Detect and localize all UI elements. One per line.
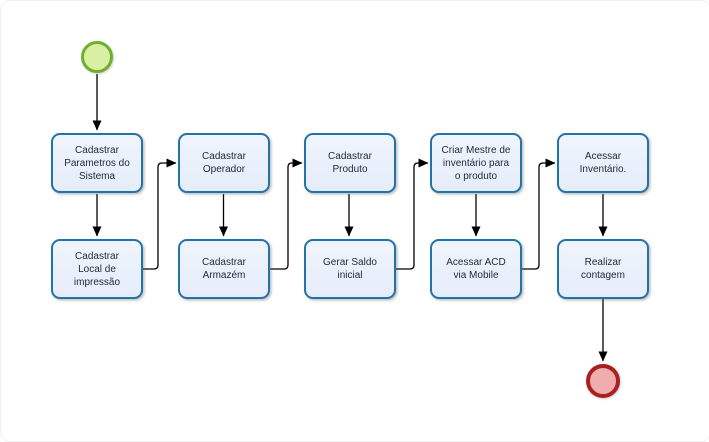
start-event[interactable] xyxy=(81,41,113,73)
task-label: Acessar Inventário. xyxy=(579,151,627,175)
task-label: Cadastrar Parametros do Sistema xyxy=(64,144,130,182)
task-label: Cadastrar Produto xyxy=(328,151,372,175)
task-criar-mestre-inventario[interactable]: Criar Mestre de inventário para o produt… xyxy=(430,133,522,193)
task-cadastrar-armazem[interactable]: Cadastrar Armazém xyxy=(178,239,270,299)
end-event[interactable] xyxy=(586,364,620,398)
task-label: Criar Mestre de inventário para o produt… xyxy=(441,144,511,182)
task-acessar-inventario[interactable]: Acessar Inventário. xyxy=(557,133,649,193)
task-acessar-acd-mobile[interactable]: Acessar ACD via Mobile xyxy=(430,239,522,299)
task-label: Cadastrar Local de impressão xyxy=(73,250,121,288)
task-cadastrar-produto[interactable]: Cadastrar Produto xyxy=(304,133,396,193)
task-cadastrar-parametros-sistema[interactable]: Cadastrar Parametros do Sistema xyxy=(51,133,143,193)
task-label: Gerar Saldo inicial xyxy=(323,257,377,281)
task-label: Realizar contagem xyxy=(581,257,625,281)
task-gerar-saldo-inicial[interactable]: Gerar Saldo inicial xyxy=(304,239,396,299)
flow-arrow-saldo-to-mestre xyxy=(394,158,429,270)
task-label: Cadastrar Operador xyxy=(202,151,246,175)
task-cadastrar-local-impressao[interactable]: Cadastrar Local de impressão xyxy=(51,239,143,299)
task-cadastrar-operador[interactable]: Cadastrar Operador xyxy=(178,133,270,193)
task-label: Cadastrar Armazém xyxy=(202,257,246,281)
flow-arrow-acd-to-inventario xyxy=(522,158,556,270)
task-realizar-contagem[interactable]: Realizar contagem xyxy=(557,239,649,299)
task-label: Acessar ACD via Mobile xyxy=(446,257,506,281)
flow-arrow-local-to-operador xyxy=(143,158,177,270)
flow-arrow-armazem-to-produto xyxy=(269,158,303,270)
